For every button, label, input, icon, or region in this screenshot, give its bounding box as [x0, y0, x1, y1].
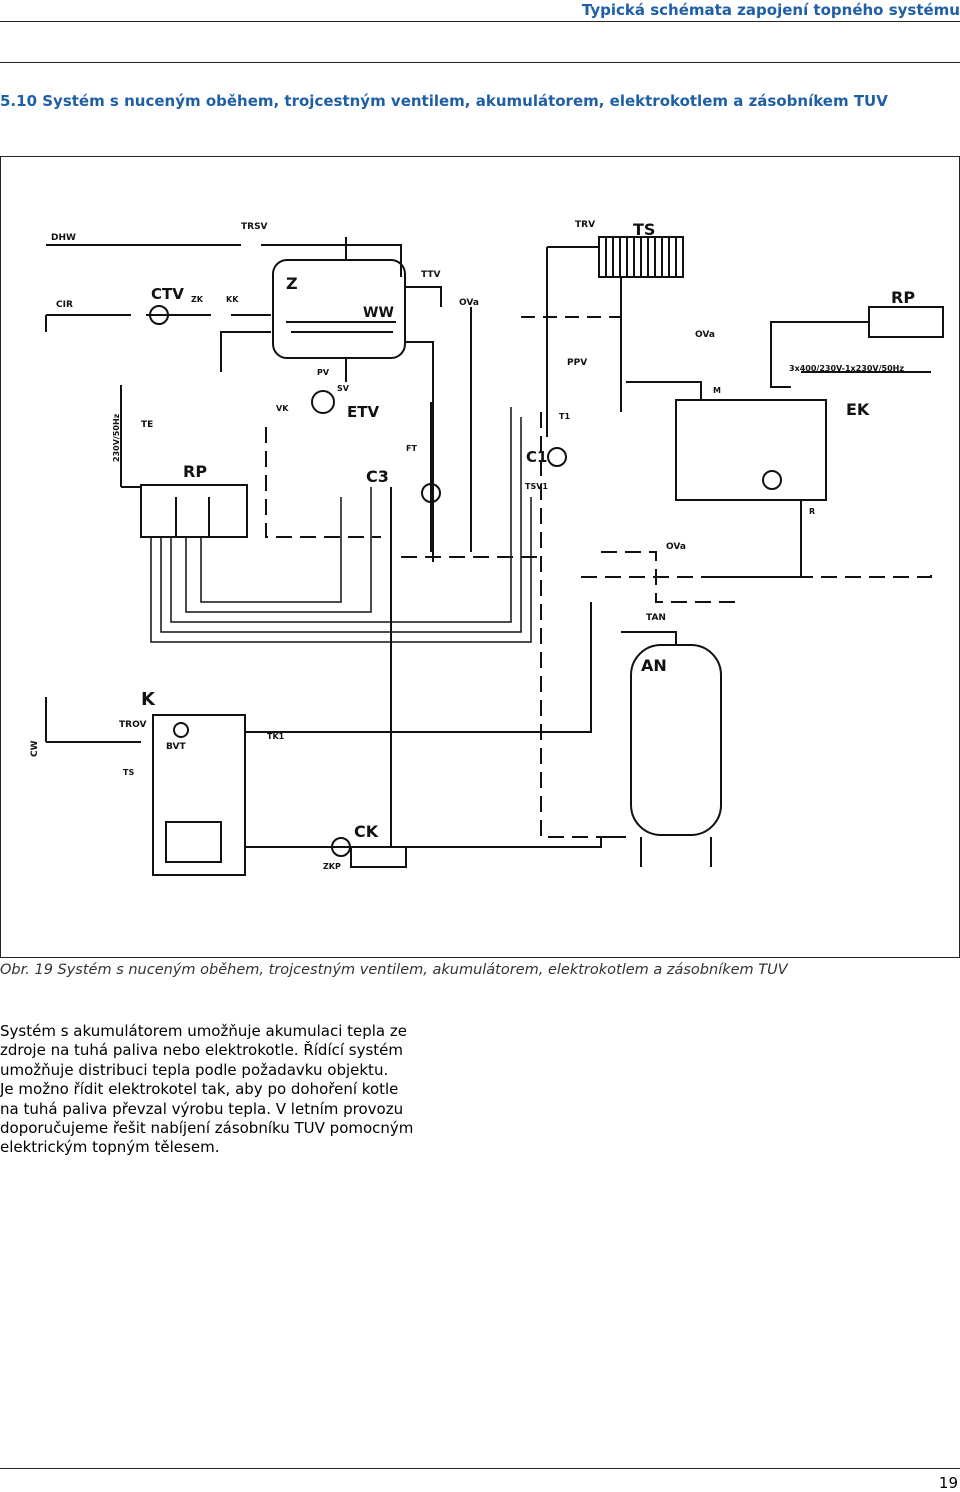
body-line: elektrickým topným tělesem. — [0, 1138, 220, 1157]
schematic-figure: DHW TRSV CIR CTV ZK KK Z WW TTV OVa PV S… — [0, 156, 960, 958]
label-ova-left: OVa — [459, 298, 479, 308]
label-ppv: PPV — [567, 358, 587, 368]
body-line: zdroje na tuhá paliva nebo elektrokotle.… — [0, 1041, 404, 1060]
label-vk-top: VK — [276, 404, 289, 413]
label-ctv: CTV — [151, 285, 184, 303]
footer-rule — [0, 1468, 960, 1469]
label-k: K — [141, 689, 156, 710]
body-line: doporučujeme řešit nabíjení zásobníku TU… — [0, 1119, 414, 1138]
label-ck: CK — [354, 822, 379, 841]
body-line: na tuhá paliva převzal výrobu tepla. V l… — [0, 1099, 404, 1118]
label-ova-an: OVa — [666, 542, 686, 552]
header-rule — [0, 21, 960, 22]
section-rule — [0, 62, 960, 63]
label-ww: WW — [363, 305, 394, 321]
label-ts-radiator: TS — [633, 220, 655, 239]
label-rp-right: RP — [891, 288, 915, 307]
figure-caption: Obr. 19 Systém s nuceným oběhem, trojces… — [0, 962, 788, 978]
label-cw: CW — [30, 740, 40, 757]
label-sv: SV — [337, 384, 350, 393]
label-cir: CIR — [56, 300, 73, 310]
label-kk-top: KK — [226, 295, 239, 304]
label-zkp: ZKP — [323, 862, 341, 871]
body-line: Je možno řídit elektrokotel tak, aby po … — [0, 1080, 399, 1099]
label-ts-boiler: TS — [123, 768, 134, 777]
body-line: umožňuje distribuci tepla podle požadavk… — [0, 1060, 389, 1079]
label-ft-mid: FT — [406, 444, 417, 453]
label-trv: TRV — [575, 220, 595, 230]
label-dhw: DHW — [51, 233, 76, 243]
label-bvt: BVT — [166, 742, 186, 752]
page-number: 19 — [938, 1474, 958, 1492]
label-trov: TROV — [119, 720, 146, 730]
label-power-ek: 3x400/230V-1x230V/50Hz — [789, 364, 904, 373]
label-rp-left: RP — [183, 462, 207, 481]
body-paragraph: Systém s akumulátorem umožňuje akumulaci… — [0, 1022, 440, 1158]
label-ova-right: OVa — [695, 330, 715, 340]
heating-schematic: DHW TRSV CIR CTV ZK KK Z WW TTV OVa PV S… — [30, 220, 944, 876]
label-pv: PV — [317, 368, 330, 377]
label-an: AN — [641, 656, 667, 675]
label-tan: TAN — [646, 613, 666, 623]
label-m: M — [713, 386, 721, 395]
label-ttv: TTV — [421, 270, 440, 280]
label-tk1: TK1 — [267, 732, 285, 741]
label-te: TE — [141, 420, 153, 430]
running-title: Typická schémata zapojení topného systém… — [581, 1, 960, 19]
label-c3: C3 — [366, 467, 389, 486]
label-tsv1: TSV1 — [525, 482, 548, 491]
label-c1: C1 — [526, 448, 547, 466]
label-power-rp: 230V/50Hz — [112, 413, 121, 462]
label-ek: EK — [846, 400, 870, 419]
label-zk-top: ZK — [191, 295, 204, 304]
label-etv: ETV — [347, 403, 379, 421]
label-z: Z — [286, 274, 298, 293]
section-title: 5.10 Systém s nuceným oběhem, trojcestný… — [0, 92, 888, 110]
body-line: Systém s akumulátorem umožňuje akumulaci… — [0, 1022, 407, 1040]
label-trsv: TRSV — [241, 222, 268, 232]
label-t1: T1 — [559, 412, 570, 421]
label-r-ek: R — [809, 507, 815, 516]
